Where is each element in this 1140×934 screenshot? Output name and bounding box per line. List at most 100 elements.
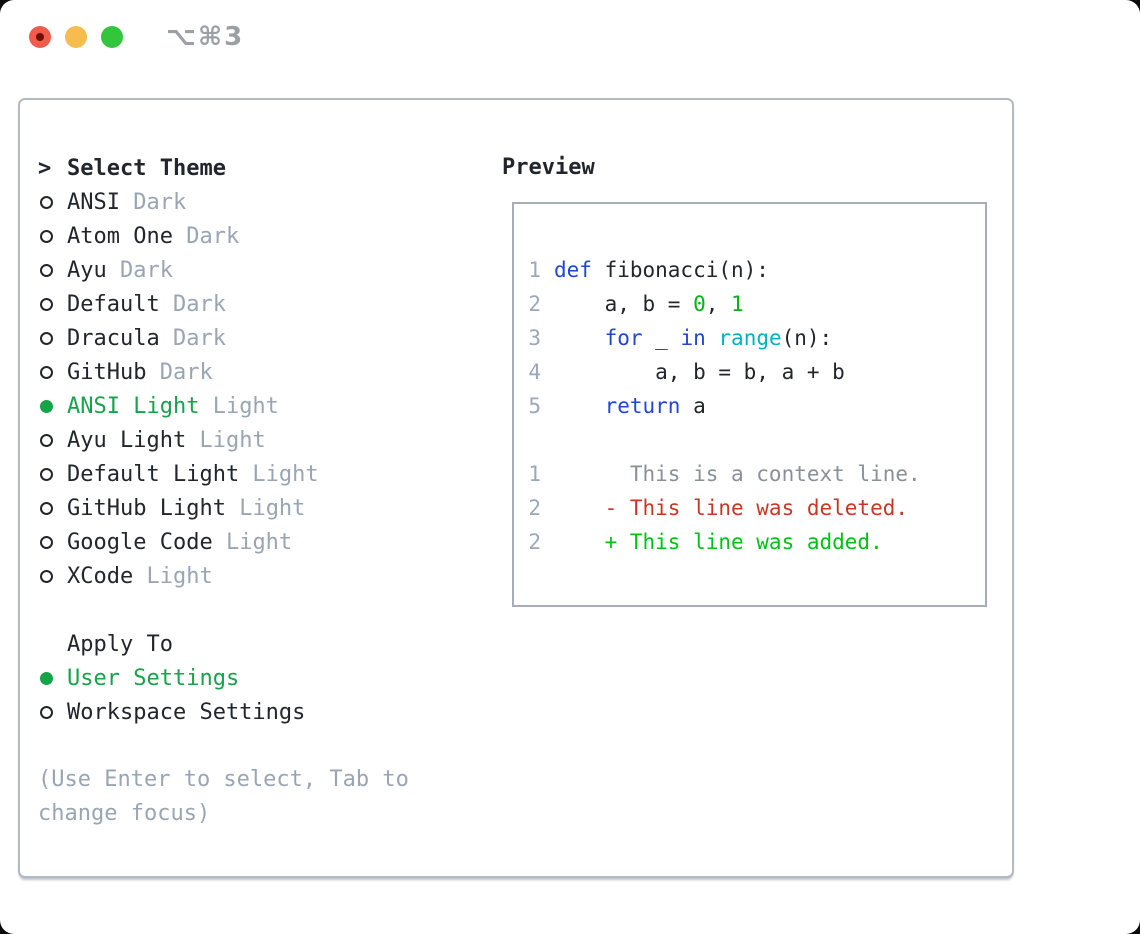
- code-line: 1 This is a context line.: [528, 457, 975, 491]
- code-line: 5 return a: [528, 389, 975, 423]
- radio-circle-icon: [40, 229, 53, 243]
- select-theme-title: Select Theme: [67, 155, 226, 181]
- code-segment-context: This is a context line.: [554, 462, 921, 486]
- radio-marker: [38, 705, 67, 719]
- radio-circle-icon: [40, 501, 53, 515]
- maximize-button[interactable]: [101, 26, 123, 48]
- option-name: User Settings: [67, 665, 240, 691]
- option-variant: Dark: [106, 257, 173, 283]
- option-variant: Light: [199, 393, 279, 419]
- code-segment-deleted: - This line was deleted.: [554, 496, 909, 520]
- option-variant: Dark: [119, 189, 187, 215]
- theme-selector-dialog: > Select Theme ANSI Dark Atom One Dark A…: [18, 98, 1014, 878]
- line-number: 5: [528, 394, 541, 418]
- titlebar: ⌥⌘3: [0, 0, 1140, 74]
- apply-to-options-list: User Settings Workspace Settings: [38, 661, 488, 729]
- radio-circle-icon: [40, 671, 53, 685]
- option-name: Dracula: [67, 325, 160, 351]
- theme-option-github[interactable]: GitHub Dark: [38, 355, 488, 389]
- code-segment-keyword: def: [554, 258, 605, 282]
- apply-to-title: Apply To: [67, 631, 173, 657]
- option-name: XCode: [67, 563, 134, 589]
- code-segment-plain: a, b =: [554, 292, 694, 316]
- apply-to-header: Apply To: [38, 627, 488, 661]
- apply-option-workspace-settings[interactable]: Workspace Settings: [38, 695, 488, 729]
- radio-circle-icon: [40, 569, 53, 583]
- radio-marker: [38, 297, 67, 311]
- code-preview-box: 1 def fibonacci(n): 2 a, b = 0, 1 3 for …: [512, 202, 987, 607]
- theme-option-xcode[interactable]: XCode Light: [38, 559, 488, 593]
- line-number: 1: [528, 462, 541, 486]
- radio-marker: [38, 229, 67, 243]
- option-name: Ayu: [67, 257, 107, 283]
- code-segment-plain: (n):: [781, 326, 833, 350]
- code-text: def fibonacci(n):: [554, 258, 769, 282]
- radio-marker: [38, 671, 67, 685]
- option-variant: Light: [212, 529, 293, 555]
- code-text: return a: [554, 394, 706, 418]
- theme-option-github-light[interactable]: GitHub Light Light: [38, 491, 488, 525]
- theme-option-default-light[interactable]: Default Light Light: [38, 457, 488, 491]
- option-variant: Light: [186, 427, 266, 453]
- code-line: 2 + This line was added.: [528, 525, 975, 559]
- code-line: 2 - This line was deleted.: [528, 491, 975, 525]
- line-number: 3: [528, 326, 541, 350]
- code-text: a, b = 0, 1: [554, 292, 744, 316]
- code-text: a, b = b, a + b: [554, 360, 845, 384]
- theme-option-ayu-light[interactable]: Ayu Light Light: [38, 423, 488, 457]
- line-number: 2: [528, 530, 541, 554]
- radio-marker: [38, 467, 67, 481]
- code-segment-keyword: return: [604, 394, 681, 418]
- theme-option-dracula[interactable]: Dracula Dark: [38, 321, 488, 355]
- theme-option-ayu[interactable]: Ayu Dark: [38, 253, 488, 287]
- radio-circle-icon: [40, 331, 53, 345]
- code-segment-plain: a, b = b, a + b: [554, 360, 845, 384]
- option-variant: Dark: [159, 325, 226, 351]
- radio-marker: [38, 365, 67, 379]
- theme-option-atom-one[interactable]: Atom One Dark: [38, 219, 488, 253]
- code-text: + This line was added.: [554, 530, 883, 554]
- option-name: Ayu Light: [67, 427, 187, 453]
- code-segment-plain: [706, 326, 719, 350]
- radio-circle-icon: [40, 263, 53, 277]
- code-segment-plain: [554, 394, 605, 418]
- option-name: Default Light: [67, 461, 240, 487]
- code-segment-added: + This line was added.: [554, 530, 883, 554]
- focus-cursor: >: [38, 156, 67, 181]
- code-segment-keyword: for: [604, 326, 643, 350]
- theme-option-google-code[interactable]: Google Code Light: [38, 525, 488, 559]
- minimize-button[interactable]: [65, 26, 87, 48]
- window-title-shortcut: ⌥⌘3: [166, 22, 245, 52]
- code-segment-plain: a: [680, 394, 706, 418]
- close-button[interactable]: [29, 26, 51, 48]
- option-variant: Light: [225, 495, 306, 521]
- option-variant: Dark: [146, 359, 213, 385]
- radio-circle-icon: [40, 535, 53, 549]
- theme-option-ansi-light[interactable]: ANSI Light Light: [38, 389, 488, 423]
- radio-circle-icon: [40, 399, 53, 413]
- cursor-icon: >: [38, 155, 52, 181]
- close-dot-icon: [36, 33, 44, 41]
- theme-option-default[interactable]: Default Dark: [38, 287, 488, 321]
- code-line: 3 for _ in range(n):: [528, 321, 975, 355]
- radio-marker: [38, 535, 67, 549]
- radio-marker: [38, 399, 67, 413]
- select-theme-header: > Select Theme: [38, 151, 488, 185]
- code-segment-number: 1: [731, 292, 744, 316]
- code-line: 4 a, b = b, a + b: [528, 355, 975, 389]
- theme-option-ansi[interactable]: ANSI Dark: [38, 185, 488, 219]
- radio-circle-icon: [40, 297, 53, 311]
- option-name: Google Code: [67, 529, 213, 555]
- theme-options-list: ANSI Dark Atom One Dark Ayu Dark Default…: [38, 185, 488, 593]
- option-name: Atom One: [67, 223, 173, 249]
- option-name: Default: [67, 291, 160, 317]
- option-name: Workspace Settings: [67, 699, 306, 725]
- code-lines: 1 def fibonacci(n): 2 a, b = 0, 1 3 for …: [528, 253, 975, 559]
- radio-marker: [38, 331, 67, 345]
- radio-circle-icon: [40, 433, 53, 447]
- option-variant: Light: [133, 563, 213, 589]
- option-name: GitHub Light: [67, 495, 226, 521]
- apply-option-user-settings[interactable]: User Settings: [38, 661, 488, 695]
- code-segment-plain: fibonacci(n):: [604, 258, 769, 282]
